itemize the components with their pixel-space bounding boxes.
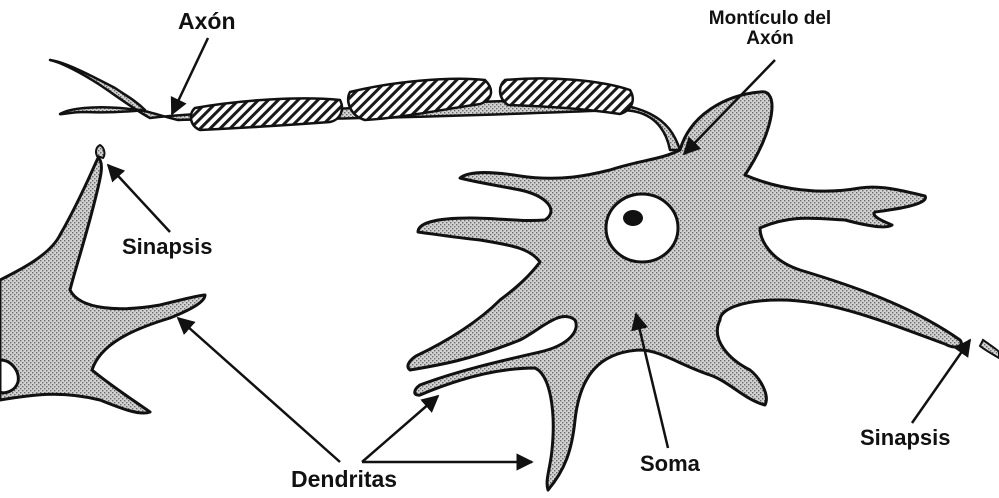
- label-axon-hillock-line1: Montículo del: [690, 9, 850, 29]
- arrow-axon: [172, 38, 208, 114]
- arrow-synapse-right: [912, 340, 970, 423]
- synapse-right-terminal: [980, 340, 999, 358]
- synapse-left-terminal: [96, 145, 104, 158]
- main-nucleolus: [623, 210, 643, 226]
- label-synapse-left: Sinapsis: [122, 234, 212, 260]
- label-axon: Axón: [178, 8, 236, 35]
- left-neuron-body: [0, 158, 205, 413]
- label-axon-hillock: Montículo del Axón: [690, 9, 850, 49]
- label-synapse-right: Sinapsis: [860, 425, 950, 451]
- arrow-synapse-left: [108, 165, 170, 232]
- main-nucleus: [606, 194, 678, 262]
- label-dendrites: Dendritas: [291, 466, 397, 493]
- myelin-sheath: [191, 78, 633, 130]
- label-axon-hillock-line2: Axón: [690, 29, 850, 49]
- label-soma: Soma: [640, 451, 700, 477]
- arrow-dendrites-1: [178, 318, 340, 462]
- myelin-segment-1: [191, 98, 342, 130]
- arrow-dendrites-2: [362, 396, 438, 462]
